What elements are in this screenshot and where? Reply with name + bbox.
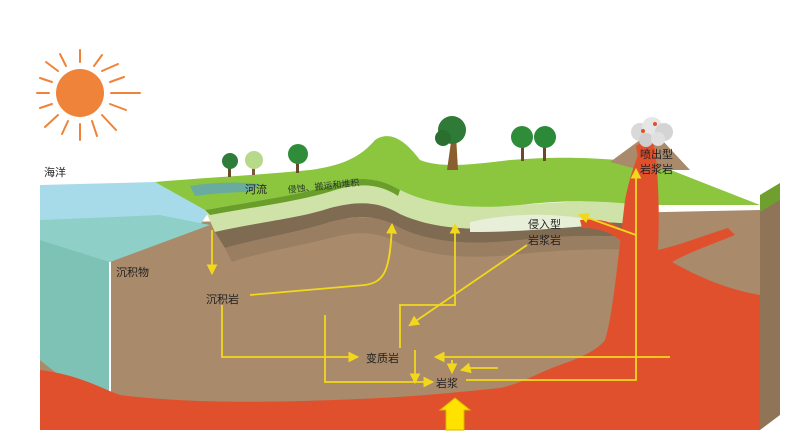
label-extrusive-2: 岩浆岩 — [640, 162, 673, 176]
ocean-section — [40, 182, 210, 415]
sun-icon — [36, 49, 141, 141]
label-metamorphic-rock: 变质岩 — [366, 351, 399, 365]
tree-icon — [222, 116, 556, 177]
label-intrusive-1: 侵入型 — [528, 217, 561, 231]
heat-up-arrow-icon — [438, 397, 472, 431]
label-river: 河流 — [245, 182, 267, 196]
arrow-intrusive-to-metamorphic — [408, 244, 528, 327]
label-sediment: 沉积物 — [116, 265, 149, 279]
label-sedimentary-rock: 沉积岩 — [206, 292, 239, 306]
volcano-smoke-icon — [631, 117, 673, 147]
label-ocean: 海洋 — [44, 165, 66, 179]
cycle-arrows — [206, 167, 670, 388]
land-surface — [155, 136, 760, 215]
block-side — [760, 183, 780, 430]
magma-body — [40, 148, 760, 430]
arrow-magma-to-intrusive — [577, 212, 637, 236]
arrow-to-magma-right — [459, 362, 498, 374]
label-intrusive-2: 岩浆岩 — [528, 233, 561, 247]
arrow-magma-to-extrusive — [466, 167, 642, 381]
arrow-rock-to-uplift — [249, 222, 398, 296]
arrow-metamorphic-to-surface — [399, 222, 461, 348]
arrow-rock-to-metamorphic — [221, 305, 360, 363]
label-magma: 岩浆 — [436, 376, 458, 390]
arrow-rock-to-magma — [324, 315, 435, 388]
label-extrusive-1: 喷出型 — [640, 147, 673, 161]
